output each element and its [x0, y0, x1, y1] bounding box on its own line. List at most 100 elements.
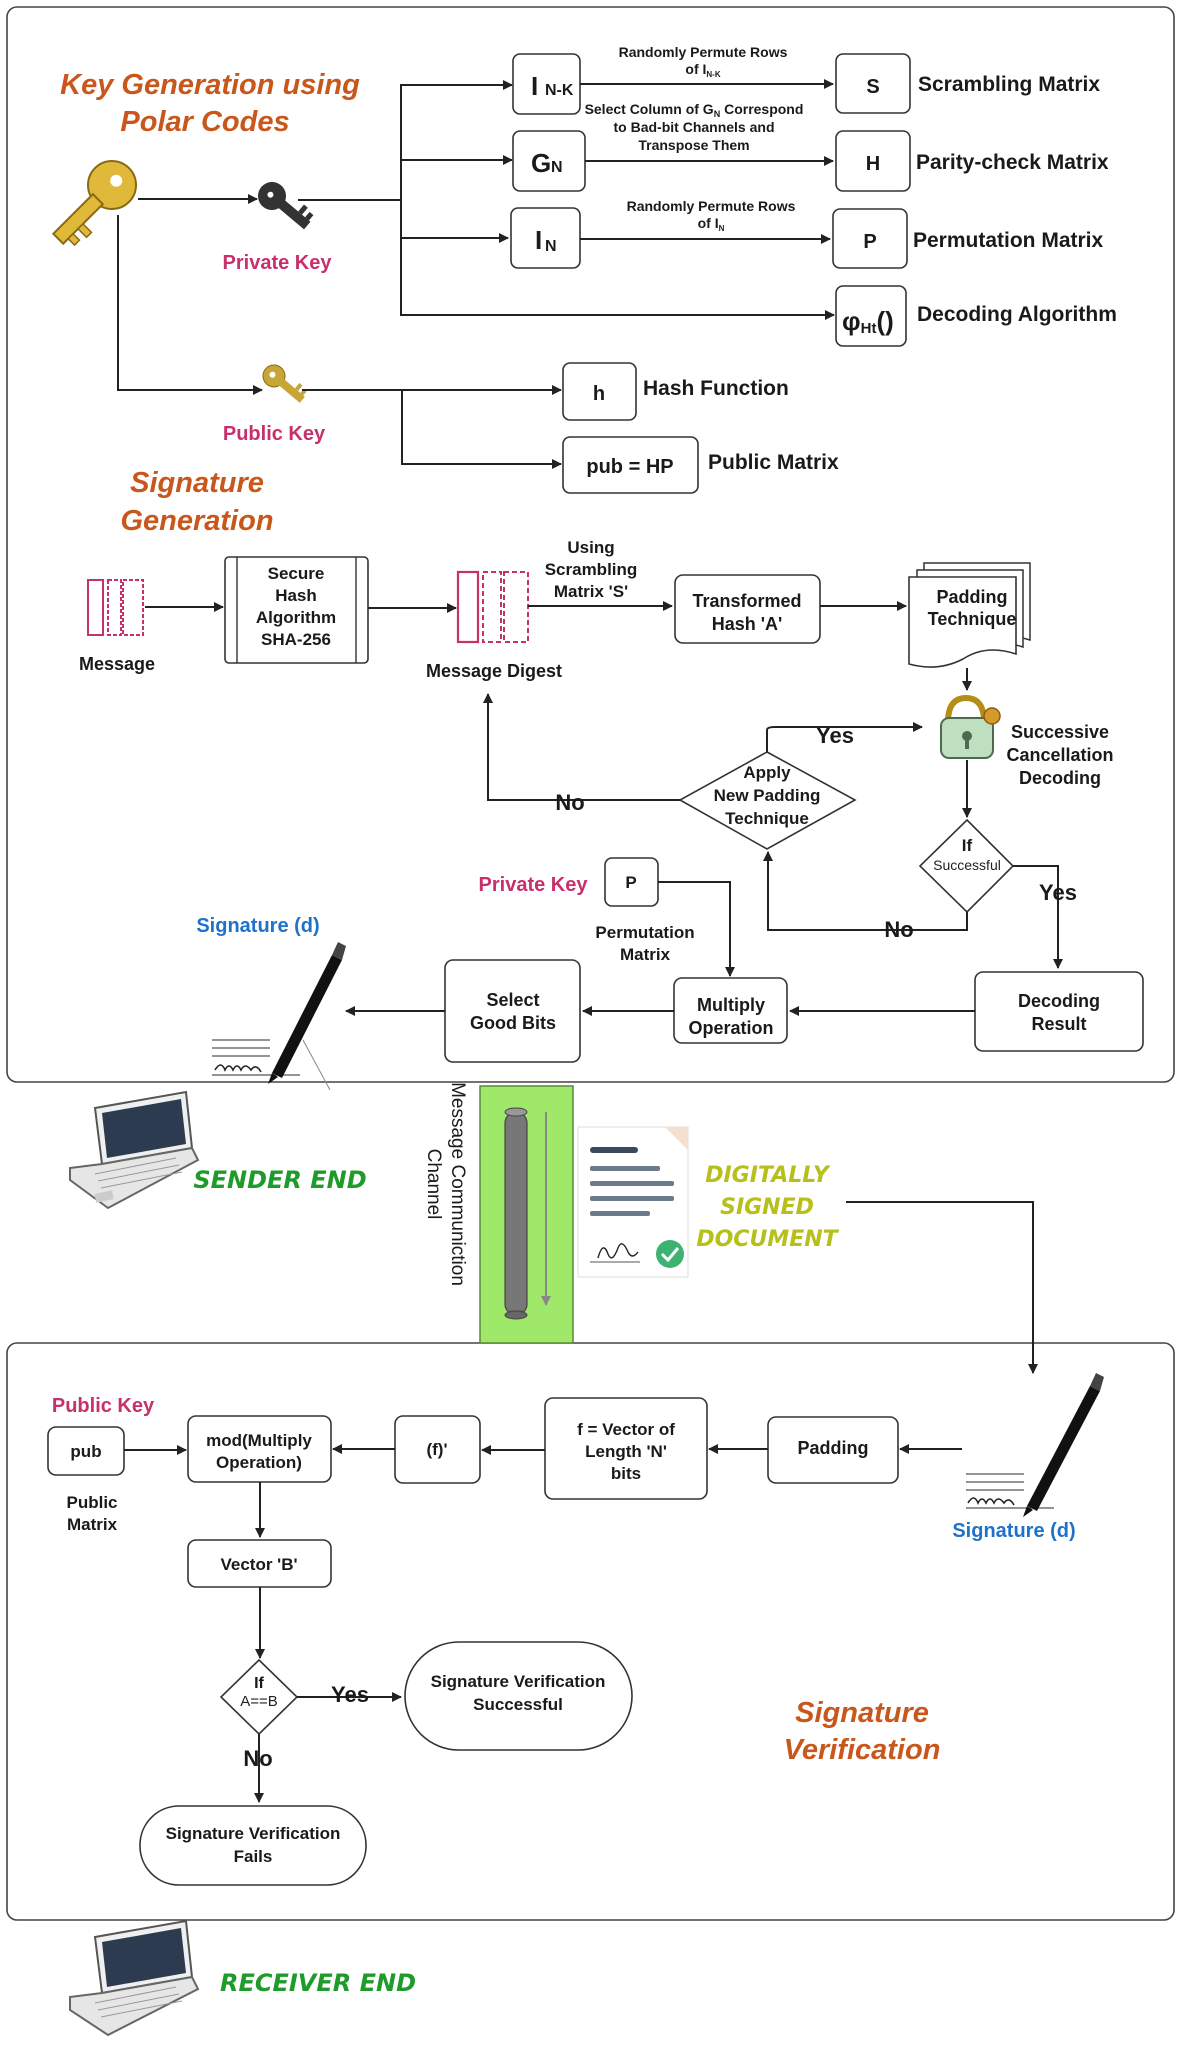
- edge2-sub: N: [714, 109, 721, 119]
- edge3-line2-sub: N: [719, 224, 725, 233]
- public-matrix-label: Public Matrix: [708, 451, 839, 474]
- padding-line2: Technique: [928, 609, 1017, 629]
- success-line2: Successful: [473, 1695, 563, 1714]
- decoding-line2: Result: [1031, 1014, 1086, 1034]
- sha-line1: Secure: [268, 564, 325, 583]
- keygen-title-line1: Key Generation using: [60, 69, 360, 101]
- ink-main: I: [531, 71, 538, 101]
- perm-line2: Matrix: [620, 945, 671, 964]
- verify-signature-pen-icon: [966, 1373, 1104, 1517]
- permutation-matrix-label: Permutation Matrix: [913, 229, 1104, 252]
- fail-line2: Fails: [234, 1847, 273, 1866]
- vector-b-label: Vector 'B': [220, 1555, 297, 1574]
- fail-line1: Signature Verification: [166, 1824, 341, 1843]
- master-key-icon: [51, 160, 137, 247]
- edge2-line2: to Bad-bit Channels and: [614, 119, 775, 135]
- sha-box: [224, 556, 369, 664]
- signature-pen-icon: [212, 942, 346, 1091]
- sha-line3: Algorithm: [256, 608, 336, 627]
- verify-yes-label: Yes: [331, 1682, 369, 1707]
- h-box-label: H: [866, 153, 880, 175]
- sha-line2: Hash: [275, 586, 317, 605]
- apply-line2: New Padding: [714, 786, 821, 805]
- phi-tail: (): [876, 306, 893, 336]
- channel-label-line1: Message Communiction: [447, 1082, 468, 1286]
- verify-title-line2: Verification: [784, 1734, 941, 1766]
- receiver-end-label: RECEIVER END: [220, 1969, 416, 1997]
- arrow-no-to-digest: [483, 693, 680, 801]
- scd-line3: Decoding: [1019, 768, 1101, 788]
- verify-pub-label: pub: [70, 1442, 101, 1461]
- siggen-title-line2: Generation: [120, 505, 273, 537]
- select-good-bits-box: [444, 959, 581, 1063]
- edge1-line2: of IN-K: [685, 61, 720, 79]
- pub-box: [562, 436, 699, 494]
- select-line1: Select: [486, 990, 539, 1010]
- phi-box: [835, 285, 907, 347]
- edge3-line2-text: of I: [698, 215, 719, 231]
- decoding-algorithm-label: Decoding Algorithm: [917, 303, 1117, 326]
- arrow-p-to-multiply: [658, 881, 735, 977]
- select-line2: Good Bits: [470, 1013, 556, 1033]
- arrow-to-phi: [400, 85, 835, 320]
- message-digest-icon: [456, 570, 529, 644]
- public-key-icon: [262, 364, 307, 403]
- pub-box-label: pub = HP: [586, 456, 673, 478]
- no2-label: No: [884, 917, 913, 942]
- siggen-title-line1: Signature: [130, 467, 264, 499]
- sender-laptop-icon: [69, 1090, 200, 1210]
- apply-padding-diamond: [678, 751, 857, 850]
- s-box: [835, 53, 911, 114]
- using-line2: Scrambling: [545, 560, 638, 579]
- parity-check-label: Parity-check Matrix: [916, 151, 1109, 174]
- keygen-title-line2: Polar Codes: [120, 106, 289, 138]
- arrow-yes-to-decoding: [1013, 865, 1063, 969]
- edge3-line2: of IN: [698, 215, 725, 233]
- perm-line1: Permutation: [595, 923, 694, 942]
- transformed-line2: Hash 'A': [712, 614, 783, 634]
- public-matrix-line2: Matrix: [67, 1515, 118, 1534]
- lock-icon: [940, 694, 1001, 759]
- yes2-label: Yes: [1039, 880, 1077, 905]
- s-box-label: S: [866, 76, 879, 98]
- h-box: [835, 130, 911, 192]
- padding-technique-shape: [908, 562, 1031, 668]
- arrow-to-ink: [399, 80, 513, 200]
- public-matrix-line1: Public: [66, 1493, 117, 1512]
- edge2-line1: Select Column of GN Correspond: [585, 101, 804, 119]
- phi-main: φ: [842, 306, 861, 336]
- ink-sub: N-K: [545, 82, 574, 99]
- scd-line2: Cancellation: [1006, 745, 1113, 765]
- scrambling-matrix-label: Scrambling Matrix: [918, 73, 1100, 96]
- arrow-doc-to-receiver: [846, 1201, 1038, 1374]
- verify-title-line1: Signature: [795, 1697, 929, 1729]
- signed-document-icon: [577, 1126, 689, 1278]
- edge1-line1: Randomly Permute Rows: [619, 44, 788, 60]
- vector-f-box: [544, 1397, 708, 1500]
- hash-function-label: Hash Function: [643, 377, 789, 400]
- multiply-line2: Operation: [688, 1018, 773, 1038]
- sender-end-label: SENDER END: [193, 1166, 366, 1194]
- p-box: [832, 208, 908, 269]
- channel-label-line2: Channel: [423, 1149, 444, 1220]
- mod-line1: mod(Multiply: [206, 1431, 312, 1450]
- verify-signature-label: Signature (d): [952, 1520, 1075, 1542]
- apply-line3: Technique: [725, 809, 809, 828]
- channel-pipe-icon: [504, 1107, 528, 1320]
- arrow-yes-to-scd: [766, 722, 923, 752]
- using-line1: Using: [567, 538, 614, 557]
- arrow-to-pub: [401, 390, 562, 469]
- apply-line1: Apply: [743, 763, 791, 782]
- edge3-line1: Randomly Permute Rows: [627, 198, 796, 214]
- multiply-line1: Multiply: [697, 995, 765, 1015]
- private-key-label: Private Key: [223, 252, 333, 274]
- phi-sub: Ht: [861, 320, 877, 337]
- gn-sub: N: [551, 159, 563, 176]
- public-key-label: Public Key: [223, 423, 326, 445]
- arrow-no-to-apply: [763, 851, 968, 931]
- edge2-line3: Transpose Them: [638, 137, 749, 153]
- phi-box-label: φHt(): [842, 306, 894, 337]
- doc-line1: DIGITALLY: [705, 1163, 831, 1188]
- padding-line1: Padding: [937, 587, 1008, 607]
- message-icon: [87, 579, 144, 636]
